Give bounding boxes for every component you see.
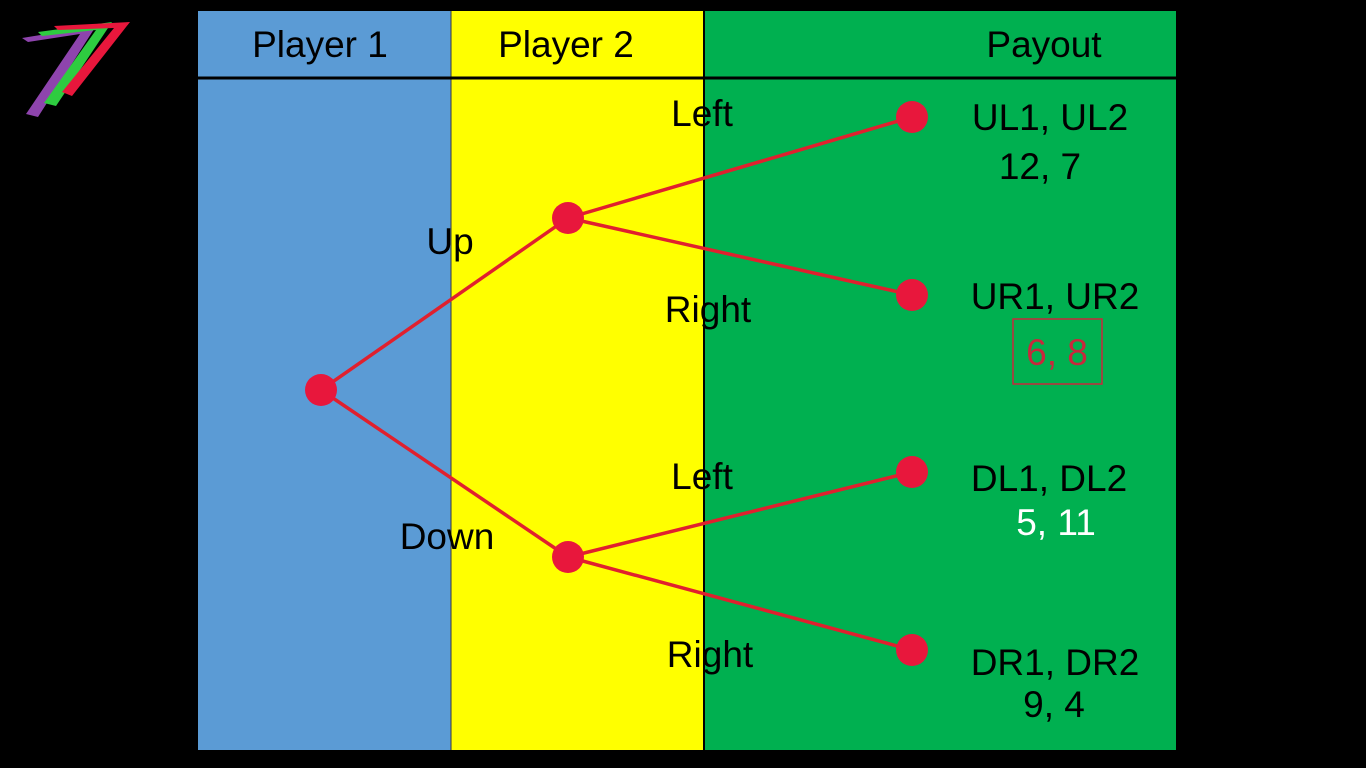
node-player2-up [552, 202, 584, 234]
node-terminal-dr [896, 634, 928, 666]
node-terminal-ul [896, 101, 928, 133]
player2-column [451, 11, 704, 750]
edge-down [320, 388, 569, 559]
payout-value-ur: 6, 8 [1026, 332, 1088, 373]
payout-column [704, 11, 1176, 750]
node-terminal-dl [896, 456, 928, 488]
logo-stripe-green [38, 22, 112, 106]
payout-label-dl: DL1, DL2 [971, 458, 1127, 499]
edge-down-left [567, 470, 913, 559]
node-player1-root [305, 374, 337, 406]
move-label-up: Up [426, 221, 473, 262]
node-player2-down [552, 541, 584, 573]
move-label-up-left: Left [671, 93, 733, 134]
move-label-down-right: Right [667, 634, 754, 675]
payout-label-ur: UR1, UR2 [971, 276, 1140, 317]
payout-header: Payout [986, 24, 1102, 65]
edge-up-right [567, 216, 913, 297]
logo-stripe-red [54, 22, 130, 96]
move-label-down-left: Left [671, 456, 733, 497]
payout-value-dr: 9, 4 [1023, 684, 1085, 725]
payout-label-dr: DR1, DR2 [971, 642, 1140, 683]
edge-up-left [567, 115, 913, 220]
node-terminal-ur [896, 279, 928, 311]
payout-label-ul: UL1, UL2 [972, 97, 1128, 138]
edge-up [319, 216, 570, 392]
move-label-up-right: Right [665, 289, 752, 330]
player2-header: Player 2 [498, 24, 634, 65]
move-label-down: Down [400, 516, 495, 557]
seven-stripes-logo-icon [22, 22, 130, 117]
equilibrium-highlight-box [1012, 318, 1103, 385]
logo-stripe-purple [22, 26, 96, 117]
payout-value-dl: 5, 11 [1016, 502, 1096, 543]
edge-down-right [567, 555, 913, 652]
player1-header: Player 1 [252, 24, 388, 65]
payout-value-ul: 12, 7 [999, 146, 1081, 187]
